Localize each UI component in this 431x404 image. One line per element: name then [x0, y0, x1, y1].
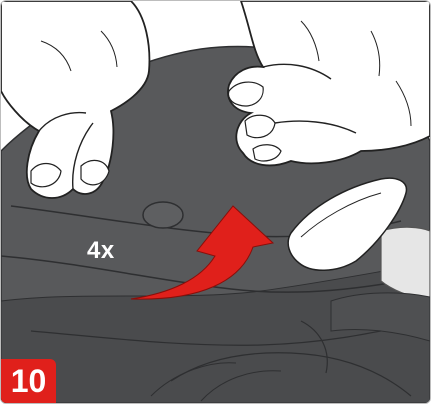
repeat-count-label: 4x — [87, 237, 115, 265]
harness-slot — [143, 202, 183, 228]
step-number-badge: 10 — [1, 359, 56, 403]
hand-right-icon — [228, 1, 430, 165]
